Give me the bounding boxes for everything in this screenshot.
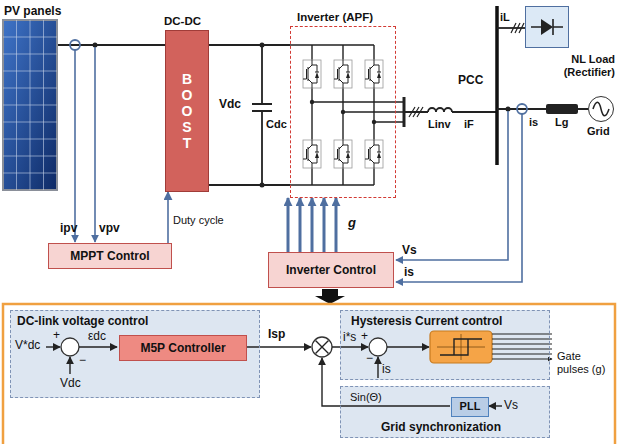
box-title: MPPT Control: [70, 249, 149, 263]
connector: [168, 192, 169, 243]
signal-label: iF: [464, 118, 474, 131]
load-heading: NL Load (Rectifier): [549, 53, 615, 79]
connector-line: [335, 198, 338, 252]
signal-label: Isp: [268, 328, 285, 342]
signal-label: Linv: [428, 118, 451, 131]
load-box: NL Load (Rectifier): [525, 6, 569, 48]
box-title: M5P Controller: [140, 341, 225, 355]
control-region: Hysteresis Current control: [340, 310, 550, 380]
connector-line: [167, 192, 169, 243]
control-region: DC-link voltage controlM5P Controller: [10, 310, 260, 398]
block-title: BOOST: [180, 71, 194, 151]
signal-label: Vs: [504, 399, 518, 413]
sign-label: −: [366, 352, 373, 366]
signal-label: Sin(Θ): [350, 391, 382, 404]
panel-heading: PV panels: [4, 4, 61, 18]
pll-box: PLL: [451, 397, 489, 417]
signal-label: is: [404, 266, 414, 280]
edge-label: g: [348, 216, 356, 231]
signal-label: PCC: [458, 74, 483, 88]
region-title: Hysteresis Current control: [351, 314, 502, 328]
signal-label: vpv: [99, 222, 120, 236]
region-title: DC-link voltage control: [17, 314, 148, 328]
connector: [58, 45, 165, 46]
signal-label: Vdc: [219, 98, 241, 112]
control-box: Inverter Control: [268, 252, 394, 288]
block-heading: DC-DC: [164, 15, 201, 29]
sign-label: +: [361, 330, 368, 344]
pv-panel: PV panels: [2, 4, 58, 192]
connector-line: [58, 44, 165, 46]
signal-label: i*s: [343, 331, 356, 345]
box-title: PLL: [460, 400, 481, 413]
connector-line: [299, 198, 302, 252]
region-title: Grid synchronization: [381, 420, 501, 434]
signal-label: is: [529, 116, 538, 129]
connector-line: [287, 198, 290, 252]
signal-label: Gate pulses (g): [557, 350, 615, 375]
signal-label: Lg: [555, 116, 568, 129]
signal-label: is: [382, 363, 391, 377]
signal-label: Vs: [402, 244, 417, 258]
connector: [288, 198, 336, 252]
boost-converter: DC-DCBOOST: [165, 30, 209, 192]
edge-label: Duty cycle: [173, 214, 224, 227]
block-heading: Inverter (APF): [297, 11, 373, 25]
control-box: MPPT Control: [48, 243, 172, 269]
signal-label: ipv: [60, 222, 77, 236]
connector-line: [209, 44, 290, 46]
signal-label: iL: [500, 11, 510, 24]
signal-label: V*dc: [15, 339, 40, 353]
connector-line: [323, 198, 326, 252]
signal-label: Cdc: [266, 118, 287, 131]
sign-label: +: [53, 329, 60, 343]
sign-label: −: [79, 354, 86, 368]
connector: [209, 45, 290, 46]
controller-box: M5P Controller: [119, 335, 247, 361]
box-title: Inverter Control: [286, 263, 376, 277]
signal-label: Vdc: [60, 377, 81, 391]
grid-source: Grid: [588, 96, 614, 122]
inverter-box: Inverter (APF): [290, 26, 396, 198]
signal-label: εdc: [88, 330, 106, 344]
grid-heading: Grid: [587, 125, 610, 138]
connector-line: [311, 198, 314, 252]
